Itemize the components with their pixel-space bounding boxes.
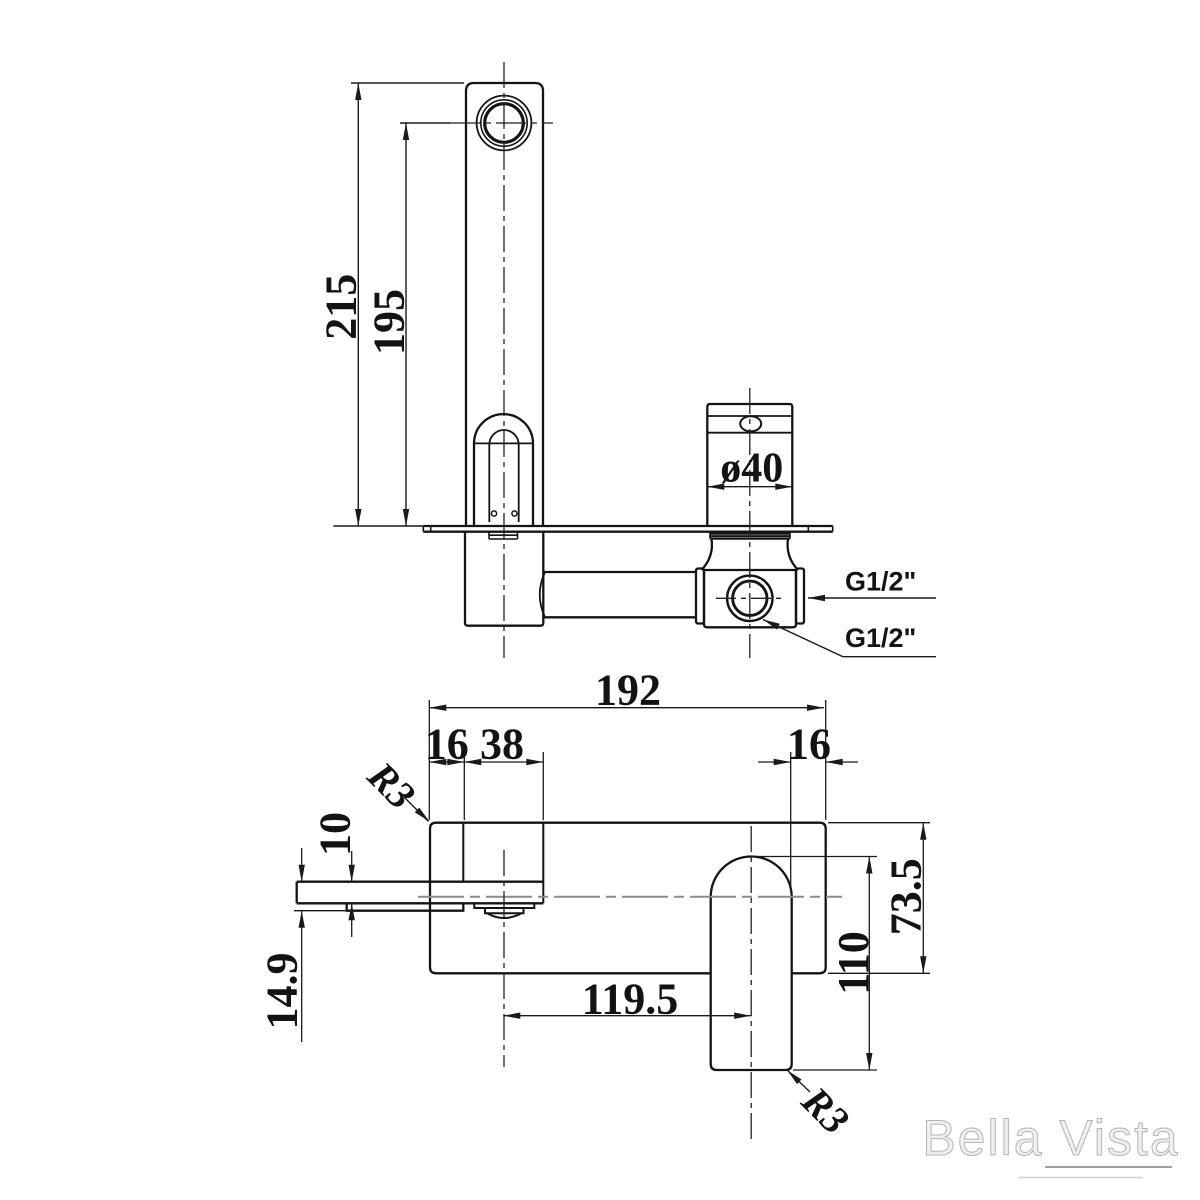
brand-watermark-text: Bella Vista xyxy=(922,1110,1179,1166)
side-view-arrowheads xyxy=(355,83,825,630)
wall-plate-front xyxy=(428,821,827,975)
label-inlet-bottom: G1/2" xyxy=(845,623,916,653)
dim-spout-drop: 10 xyxy=(310,812,359,856)
spout-screw-hole-right xyxy=(511,510,518,517)
label-radius-handle: R3 xyxy=(793,1077,859,1143)
dim-handle-length: 110 xyxy=(829,931,878,995)
spout-inwall-block xyxy=(463,531,545,627)
dim-handle-inset: 16 xyxy=(787,719,831,768)
dim-outlet-height: 195 xyxy=(364,289,413,355)
dim-plate-height: 73.5 xyxy=(881,858,930,935)
front-view-centerlines xyxy=(418,826,842,1140)
valve-flange-right xyxy=(794,567,806,625)
side-view xyxy=(422,81,834,629)
front-view xyxy=(295,821,827,1072)
spout-screw-hole-left xyxy=(490,510,498,517)
handle-set-screw xyxy=(739,415,763,433)
side-view-centerlines xyxy=(450,62,784,658)
dim-spout-to-handle: 119.5 xyxy=(582,974,679,1023)
valve-neck-left xyxy=(700,538,714,571)
aerator-dome xyxy=(486,912,522,920)
spout-arch-inner xyxy=(488,429,520,522)
dim-spout-base-width: 38 xyxy=(480,719,524,768)
valve-body xyxy=(702,568,798,629)
dim-spout-tip-height: 14.9 xyxy=(257,953,306,1030)
label-inlet-top: G1/2" xyxy=(845,566,916,596)
front-view-dimensions xyxy=(294,700,930,1093)
pipe-end-arc xyxy=(538,571,546,618)
dim-plate-width: 192 xyxy=(595,665,661,714)
dim-spout-inset: 16 xyxy=(425,719,469,768)
spout-front-lip xyxy=(345,903,465,912)
handle-front xyxy=(709,855,793,1072)
dim-overall-height: 215 xyxy=(316,274,365,340)
valve-flange-left xyxy=(694,567,706,625)
dim-handle-diameter: ø40 xyxy=(720,446,783,492)
brand-watermark: Bella Vista xyxy=(922,1110,1179,1179)
front-view-arrowheads xyxy=(298,704,927,1085)
valve-neck-right xyxy=(786,538,799,571)
